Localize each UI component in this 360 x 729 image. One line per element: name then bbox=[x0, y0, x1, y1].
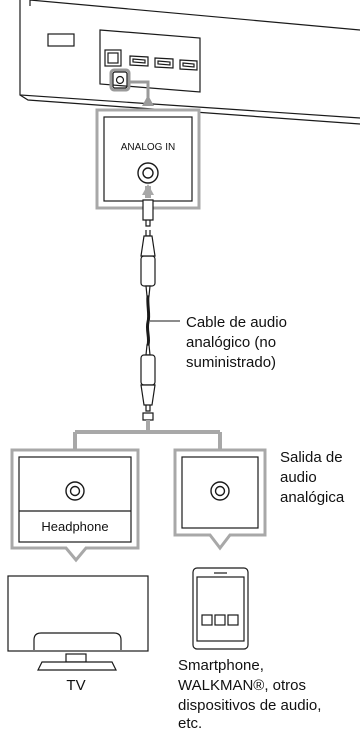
cable-caption-line-1: Cable de audio bbox=[186, 314, 287, 331]
output-caption-line-1: Salida de bbox=[280, 449, 343, 466]
output-caption-line-3: analógica bbox=[280, 489, 345, 506]
zoom-connector bbox=[109, 68, 150, 100]
cable-caption-line-2: analógico (no bbox=[186, 334, 276, 351]
analog-in-label: ANALOG IN bbox=[121, 142, 175, 153]
phone-output-box bbox=[173, 448, 267, 551]
tv-caption: TV bbox=[66, 677, 85, 694]
cable-caption-line-3: suministrado) bbox=[186, 354, 276, 371]
smartphone-caption-line-2: WALKMAN®, otros bbox=[178, 677, 306, 694]
output-caption-line-2: audio bbox=[280, 469, 317, 486]
cable-up-arrow bbox=[142, 184, 154, 195]
soundbar-rear-panel bbox=[19, 0, 360, 125]
tv-illustration bbox=[7, 575, 149, 671]
tv-jack-label: Headphone bbox=[41, 519, 108, 534]
zoom-pointer bbox=[142, 95, 154, 106]
tv-jack-inner bbox=[69, 485, 81, 497]
smartphone-caption-line-3: dispositivos de audio, bbox=[178, 697, 321, 714]
smartphone-caption-line-4: etc. bbox=[178, 715, 202, 729]
smartphone-illustration bbox=[192, 567, 249, 650]
tv-headphone-box bbox=[10, 448, 140, 563]
audio-cable bbox=[140, 186, 156, 421]
phone-jack-inner bbox=[214, 485, 226, 497]
analog-in-jack-inner bbox=[142, 167, 154, 179]
smartphone-caption-line-1: Smartphone, bbox=[178, 657, 264, 674]
